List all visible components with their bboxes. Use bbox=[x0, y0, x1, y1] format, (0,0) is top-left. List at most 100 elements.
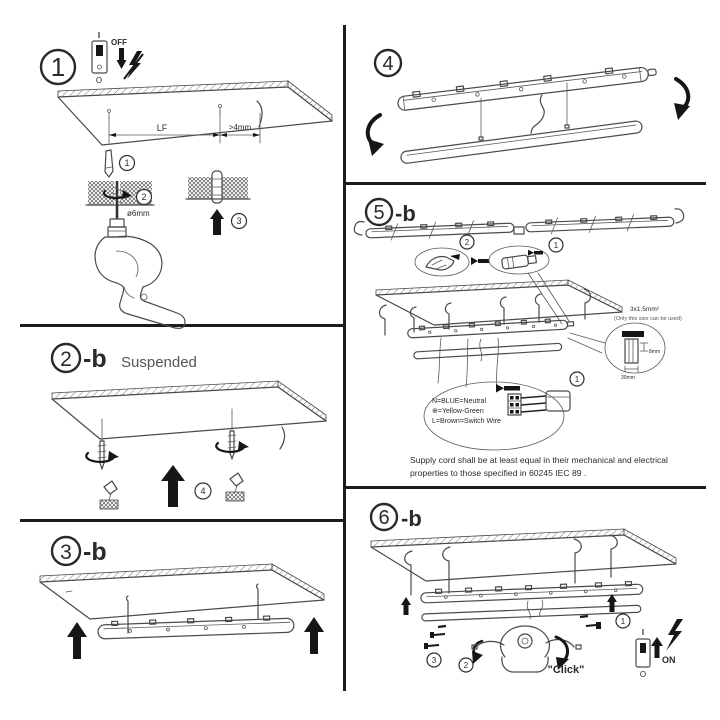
step-marker-2: 2 bbox=[135, 188, 153, 206]
panel-6b-close-and-power: 6 -b 1 bbox=[346, 489, 706, 699]
ceiling-panel-drawing bbox=[39, 563, 325, 620]
divider-left-1 bbox=[20, 324, 343, 327]
panel-number: 6 bbox=[378, 507, 389, 529]
up-arrow-icon bbox=[210, 209, 224, 235]
fixture-tray-drawing bbox=[420, 580, 644, 604]
panel-suffix: -b bbox=[83, 345, 107, 373]
linked-trays-drawing bbox=[353, 208, 685, 241]
divider-right-1 bbox=[346, 182, 706, 185]
screw-left bbox=[85, 418, 119, 470]
panel-number: 2 bbox=[60, 348, 72, 371]
ceiling-panel-drawing bbox=[57, 80, 333, 146]
switch-off-label: O bbox=[96, 76, 102, 85]
panel-1-mark-and-drill: 1 I O OFF LF >4mm bbox=[20, 25, 343, 329]
switch-on-label: I bbox=[98, 31, 100, 40]
hook-plug-right bbox=[225, 472, 245, 502]
screw-right bbox=[215, 408, 249, 460]
step-1-number: 1 bbox=[621, 617, 626, 626]
panel-number: 1 bbox=[51, 52, 65, 82]
wire-live-label: L=Brown=Switch Wire bbox=[432, 418, 501, 425]
step-number-4: 4 bbox=[373, 48, 403, 78]
cable-size-callout: 3x1.5mm² (Only this size can be used) 8m… bbox=[567, 306, 682, 381]
step-marker-4: 4 bbox=[194, 482, 212, 500]
off-text: OFF bbox=[111, 38, 127, 47]
step-3-number: 3 bbox=[236, 216, 241, 226]
step-marker-2: 2 bbox=[458, 657, 474, 673]
connector-callout-2: 2 bbox=[414, 234, 475, 277]
left-arrow-icon bbox=[496, 384, 520, 393]
switch-on-label: I bbox=[642, 628, 644, 637]
pencil-icon bbox=[104, 149, 114, 178]
suspension-hooks bbox=[378, 288, 592, 336]
panel-suffix: -b bbox=[401, 506, 422, 531]
strip-b-label: 30mm bbox=[621, 375, 635, 381]
panel-5b-wiring: 5 -b 2 bbox=[346, 185, 706, 486]
wires-to-detail bbox=[437, 337, 499, 389]
supply-wires bbox=[520, 390, 571, 413]
diffuser-cover-drawing bbox=[421, 604, 642, 622]
click-label: "Click" bbox=[548, 664, 585, 676]
rotate-arrow-small-icon bbox=[472, 639, 484, 664]
terminal-block bbox=[507, 393, 522, 416]
rotate-arrow-right-icon bbox=[554, 635, 569, 670]
panel-number: 5 bbox=[373, 202, 384, 224]
step-number-2b: 2 -b Suspended bbox=[50, 342, 197, 374]
screws-left bbox=[424, 624, 447, 649]
panel-title: Suspended bbox=[121, 354, 197, 371]
panel-suffix: -b bbox=[395, 201, 416, 226]
up-arrow-icon bbox=[651, 637, 663, 658]
step-number-3b: 3 -b bbox=[50, 535, 107, 567]
screws-right bbox=[579, 614, 601, 629]
wiring-step-marker: 1 bbox=[569, 371, 585, 387]
suspension-wires bbox=[125, 583, 259, 634]
fixture-tray-drawing bbox=[397, 66, 657, 111]
wall-plug-detail bbox=[185, 170, 251, 235]
switch-off-label: O bbox=[640, 670, 646, 679]
ceiling-panel-drawing bbox=[51, 380, 327, 450]
step-marker-3: 3 bbox=[426, 652, 442, 668]
cable-size-label: 3x1.5mm² bbox=[630, 306, 660, 313]
step-number-5b: 5 -b bbox=[364, 197, 416, 227]
up-arrow-left-small-icon bbox=[401, 597, 411, 615]
connector-callout-1: 1 bbox=[488, 237, 564, 275]
dimension-lines: LF >4mm bbox=[108, 110, 261, 144]
step-2-number: 2 bbox=[141, 192, 146, 202]
step-number-6b: 6 -b bbox=[369, 502, 422, 532]
power-cable bbox=[530, 94, 545, 134]
dim-edge-label: >4mm bbox=[229, 123, 252, 132]
callout-2-number: 2 bbox=[465, 238, 470, 247]
divider-right-2 bbox=[346, 486, 706, 489]
step-2-number: 2 bbox=[464, 661, 469, 670]
up-arrow-right-small-icon bbox=[607, 594, 617, 612]
hook-plug-left bbox=[99, 480, 119, 510]
rotate-arrow-left-icon bbox=[365, 113, 384, 156]
down-arrow-icon bbox=[116, 48, 127, 69]
wire-neutral-label: N=BLUE=Neutral bbox=[432, 398, 487, 405]
drill-tool-drawing bbox=[94, 218, 186, 329]
power-on-switch-icon: I O ON bbox=[635, 619, 683, 679]
fixture-body-drawing bbox=[97, 615, 295, 640]
strip-a-label: 8mm bbox=[649, 349, 660, 355]
ceiling-panel-drawing bbox=[375, 279, 623, 326]
panel-2b-suspended: 2 -b Suspended bbox=[20, 327, 343, 519]
up-arrow-icon bbox=[161, 465, 185, 507]
dim-lf-label: LF bbox=[157, 123, 168, 133]
diffuser-cover-drawing bbox=[400, 120, 643, 164]
step-number-1: 1 bbox=[39, 48, 77, 86]
on-text: ON bbox=[662, 655, 676, 665]
no-power-lightning-icon bbox=[123, 51, 144, 80]
cable-size-note: (Only this size can be used) bbox=[614, 316, 682, 322]
step-marker-1: 1 bbox=[615, 613, 631, 629]
wire-earth-label: ⊕=Yellow-Green bbox=[432, 408, 484, 415]
ceiling-panel-drawing bbox=[370, 528, 677, 582]
wiring-detail-ellipse: N=BLUE=Neutral ⊕=Yellow-Green L=Brown=Sw… bbox=[423, 381, 571, 451]
wiring-step-number: 1 bbox=[575, 375, 580, 384]
supply-note-line-1: Supply cord shall be at least equal in t… bbox=[410, 455, 668, 465]
suspension-hooks bbox=[404, 534, 618, 596]
divider-vertical bbox=[343, 25, 346, 691]
arrow-between-callouts bbox=[471, 257, 489, 265]
hole-diameter-label: ø6mm bbox=[127, 209, 150, 218]
panel-suffix: -b bbox=[83, 538, 107, 566]
step-4-number: 4 bbox=[200, 486, 205, 496]
